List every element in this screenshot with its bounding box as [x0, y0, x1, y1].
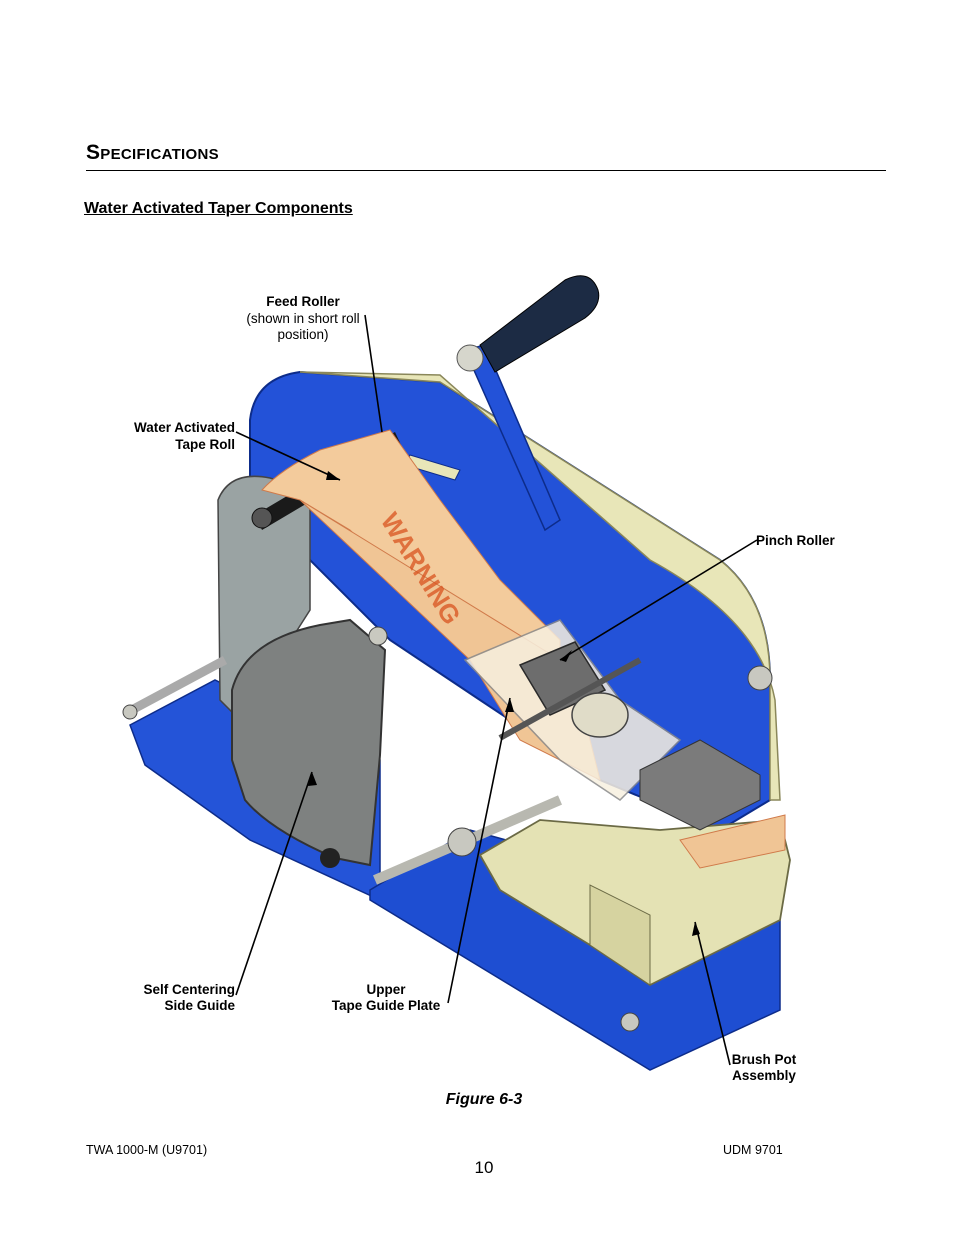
section-title: Specifications — [86, 136, 886, 171]
footer-left: TWA 1000-M (U9701) — [86, 1143, 208, 1157]
leader-lines — [235, 314, 758, 1066]
crank-handle — [479, 275, 600, 373]
label-side-guide-1: Self Centering — [143, 982, 235, 997]
label-feed-roller-note-2: position) — [277, 327, 329, 342]
label-brush-pot-2: Assembly — [732, 1068, 796, 1083]
side-guide-front — [231, 618, 387, 867]
leader-feed-roller — [364, 314, 383, 433]
label-guide-plate-2: Tape Guide Plate — [331, 998, 441, 1013]
label-tape-roll-2: Tape Roll — [175, 437, 235, 452]
crank-arm — [463, 344, 561, 532]
label-pinch-roller: Pinch Roller — [756, 533, 835, 548]
label-feed-roller: Feed Roller — [266, 294, 340, 309]
figure-caption: Figure 6-3 — [445, 1091, 523, 1108]
brush-pot-tape — [679, 814, 786, 869]
leader-side-guide — [235, 771, 313, 996]
label-feed-roller-note-1: (shown in short roll — [246, 311, 360, 326]
rear-cover — [299, 371, 781, 801]
page-number: 10 — [474, 1158, 494, 1177]
label-brush-pot-1: Brush Pot — [731, 1052, 797, 1067]
label-tape-roll-1: Water Activated — [133, 420, 235, 435]
pinch-roller — [571, 692, 629, 738]
leader-pinch-roller — [559, 539, 758, 661]
subsection-title: Water Activated Taper Components — [84, 200, 353, 217]
footer-right: UDM 9701 — [723, 1143, 783, 1157]
label-side-guide-2: Side Guide — [164, 998, 235, 1013]
label-guide-plate-1: Upper — [366, 982, 406, 997]
leader-tape-roll — [235, 431, 341, 481]
leader-guide-plate — [447, 697, 511, 1004]
leader-brush-pot — [694, 921, 731, 1066]
cutter-block — [639, 739, 761, 831]
